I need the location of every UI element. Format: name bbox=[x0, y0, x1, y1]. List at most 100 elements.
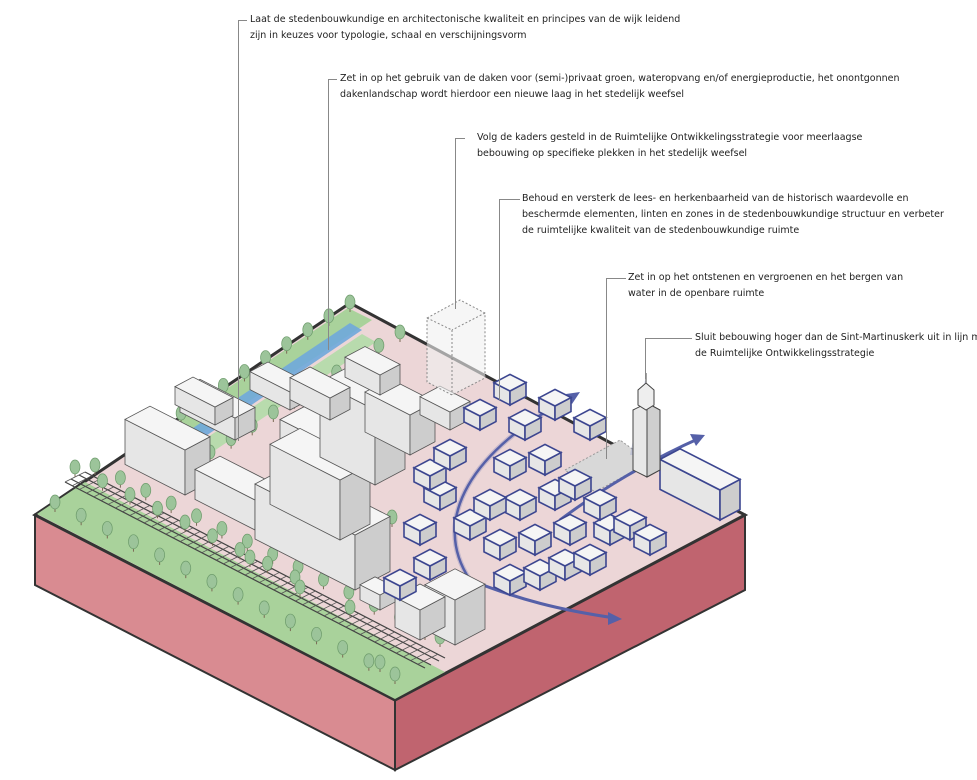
tree bbox=[180, 560, 192, 579]
building bbox=[557, 468, 593, 502]
rail-sleeper bbox=[252, 568, 273, 580]
leader-line-2 bbox=[328, 79, 337, 350]
rail-sleeper bbox=[266, 575, 287, 587]
tree bbox=[75, 507, 87, 526]
building bbox=[462, 398, 498, 432]
tree bbox=[140, 483, 152, 501]
tree bbox=[165, 495, 177, 514]
annotation-2: Zet in op het gebruik van de daken voor … bbox=[340, 71, 900, 103]
rail-sleeper bbox=[388, 639, 410, 650]
rail-sleeper bbox=[237, 560, 258, 572]
arrow-east-line bbox=[469, 578, 616, 620]
tree bbox=[206, 574, 218, 592]
annotation-6: Sluit bebouwing hoger dan de Sint-Martin… bbox=[695, 330, 977, 362]
annotation-4-line-1: Behoud en versterk de lees- en herkenbaa… bbox=[522, 193, 909, 204]
tree bbox=[89, 457, 101, 475]
building bbox=[632, 523, 668, 557]
leader-line-3 bbox=[455, 138, 465, 309]
rail-sleeper bbox=[79, 479, 100, 490]
tree bbox=[285, 613, 296, 632]
building bbox=[394, 583, 446, 641]
rail-sleeper bbox=[316, 601, 338, 613]
tree bbox=[311, 626, 322, 645]
tree bbox=[281, 336, 293, 354]
tree bbox=[241, 533, 253, 552]
building bbox=[492, 563, 528, 597]
annotation-1: Laat de stedenbouwkundige en architecton… bbox=[250, 12, 680, 44]
building bbox=[344, 346, 401, 396]
building bbox=[537, 388, 573, 422]
tree bbox=[363, 653, 375, 671]
church-tower bbox=[630, 373, 662, 478]
tree bbox=[374, 654, 386, 672]
rail-sleeper bbox=[201, 542, 222, 554]
arrowhead-icon bbox=[690, 434, 705, 446]
tree bbox=[101, 521, 113, 539]
rail-sleeper bbox=[158, 520, 179, 531]
annotation-5: Zet in op het ontstenen en vergroenen en… bbox=[628, 270, 903, 302]
tree bbox=[154, 547, 165, 565]
annotation-5-line-1: Zet in op het ontstenen en vergroenen en… bbox=[628, 272, 904, 283]
rail-sleeper bbox=[244, 564, 266, 576]
rail-sleeper bbox=[216, 549, 237, 561]
annotation-3: Volg de kaders gesteld in de Ruimtelijke… bbox=[477, 130, 862, 162]
tree bbox=[69, 459, 81, 477]
tree bbox=[49, 494, 61, 512]
building bbox=[572, 543, 608, 577]
railway bbox=[64, 471, 446, 669]
rail-sleeper bbox=[381, 635, 402, 647]
tree bbox=[216, 521, 228, 539]
annotation-1-line-1: Laat de stedenbouwkundige en architecton… bbox=[250, 14, 681, 25]
building bbox=[552, 513, 588, 547]
building bbox=[412, 458, 448, 492]
rail-sleeper bbox=[309, 598, 330, 609]
rail-sleeper bbox=[417, 653, 438, 665]
rail-sleeper bbox=[295, 590, 316, 602]
arrow-tower-line bbox=[559, 436, 701, 522]
tree bbox=[207, 528, 218, 546]
building bbox=[382, 568, 418, 602]
rail-sleeper bbox=[352, 620, 374, 632]
tree bbox=[191, 508, 202, 526]
building bbox=[517, 523, 553, 557]
annotation-4-line-3: de ruimtelijke kwaliteit van de stedenbo… bbox=[522, 225, 800, 236]
rail-sleeper bbox=[324, 605, 345, 617]
building bbox=[582, 488, 618, 522]
tree bbox=[260, 350, 271, 368]
tree bbox=[152, 500, 163, 519]
annotation-3-line-2: bebouwing op specifieke plekken in het s… bbox=[477, 148, 748, 159]
rail-sleeper bbox=[144, 512, 165, 524]
tree bbox=[115, 470, 126, 488]
rail-sleeper bbox=[208, 546, 230, 557]
building bbox=[412, 548, 448, 582]
annotation-6-line-1: Sluit bebouwing hoger dan de Sint-Martin… bbox=[695, 332, 977, 343]
rail-sleeper bbox=[100, 490, 122, 501]
building bbox=[527, 443, 563, 477]
rail-sleeper bbox=[180, 531, 201, 542]
tree bbox=[344, 599, 356, 617]
tree bbox=[337, 640, 349, 658]
tree bbox=[232, 587, 244, 605]
rail-sleeper bbox=[259, 572, 280, 583]
tree bbox=[302, 322, 314, 340]
tree bbox=[258, 600, 270, 618]
leader-line-1 bbox=[238, 20, 247, 441]
tree bbox=[179, 514, 191, 532]
rail-sleeper bbox=[129, 505, 150, 516]
building bbox=[402, 513, 438, 547]
rail-sleeper bbox=[396, 642, 417, 654]
tree bbox=[389, 666, 401, 684]
annotation-4: Behoud en versterk de lees- en herkenbaa… bbox=[522, 191, 944, 239]
buildings bbox=[124, 346, 742, 646]
tree bbox=[97, 473, 108, 491]
rail-sleeper bbox=[345, 616, 366, 628]
leader-line-4 bbox=[499, 199, 520, 400]
rail-sleeper bbox=[410, 650, 431, 661]
building bbox=[472, 488, 508, 522]
building bbox=[502, 488, 538, 522]
rail-sleeper bbox=[122, 501, 143, 513]
tree bbox=[124, 487, 136, 505]
tree bbox=[267, 404, 279, 422]
rail-sleeper bbox=[367, 627, 388, 639]
